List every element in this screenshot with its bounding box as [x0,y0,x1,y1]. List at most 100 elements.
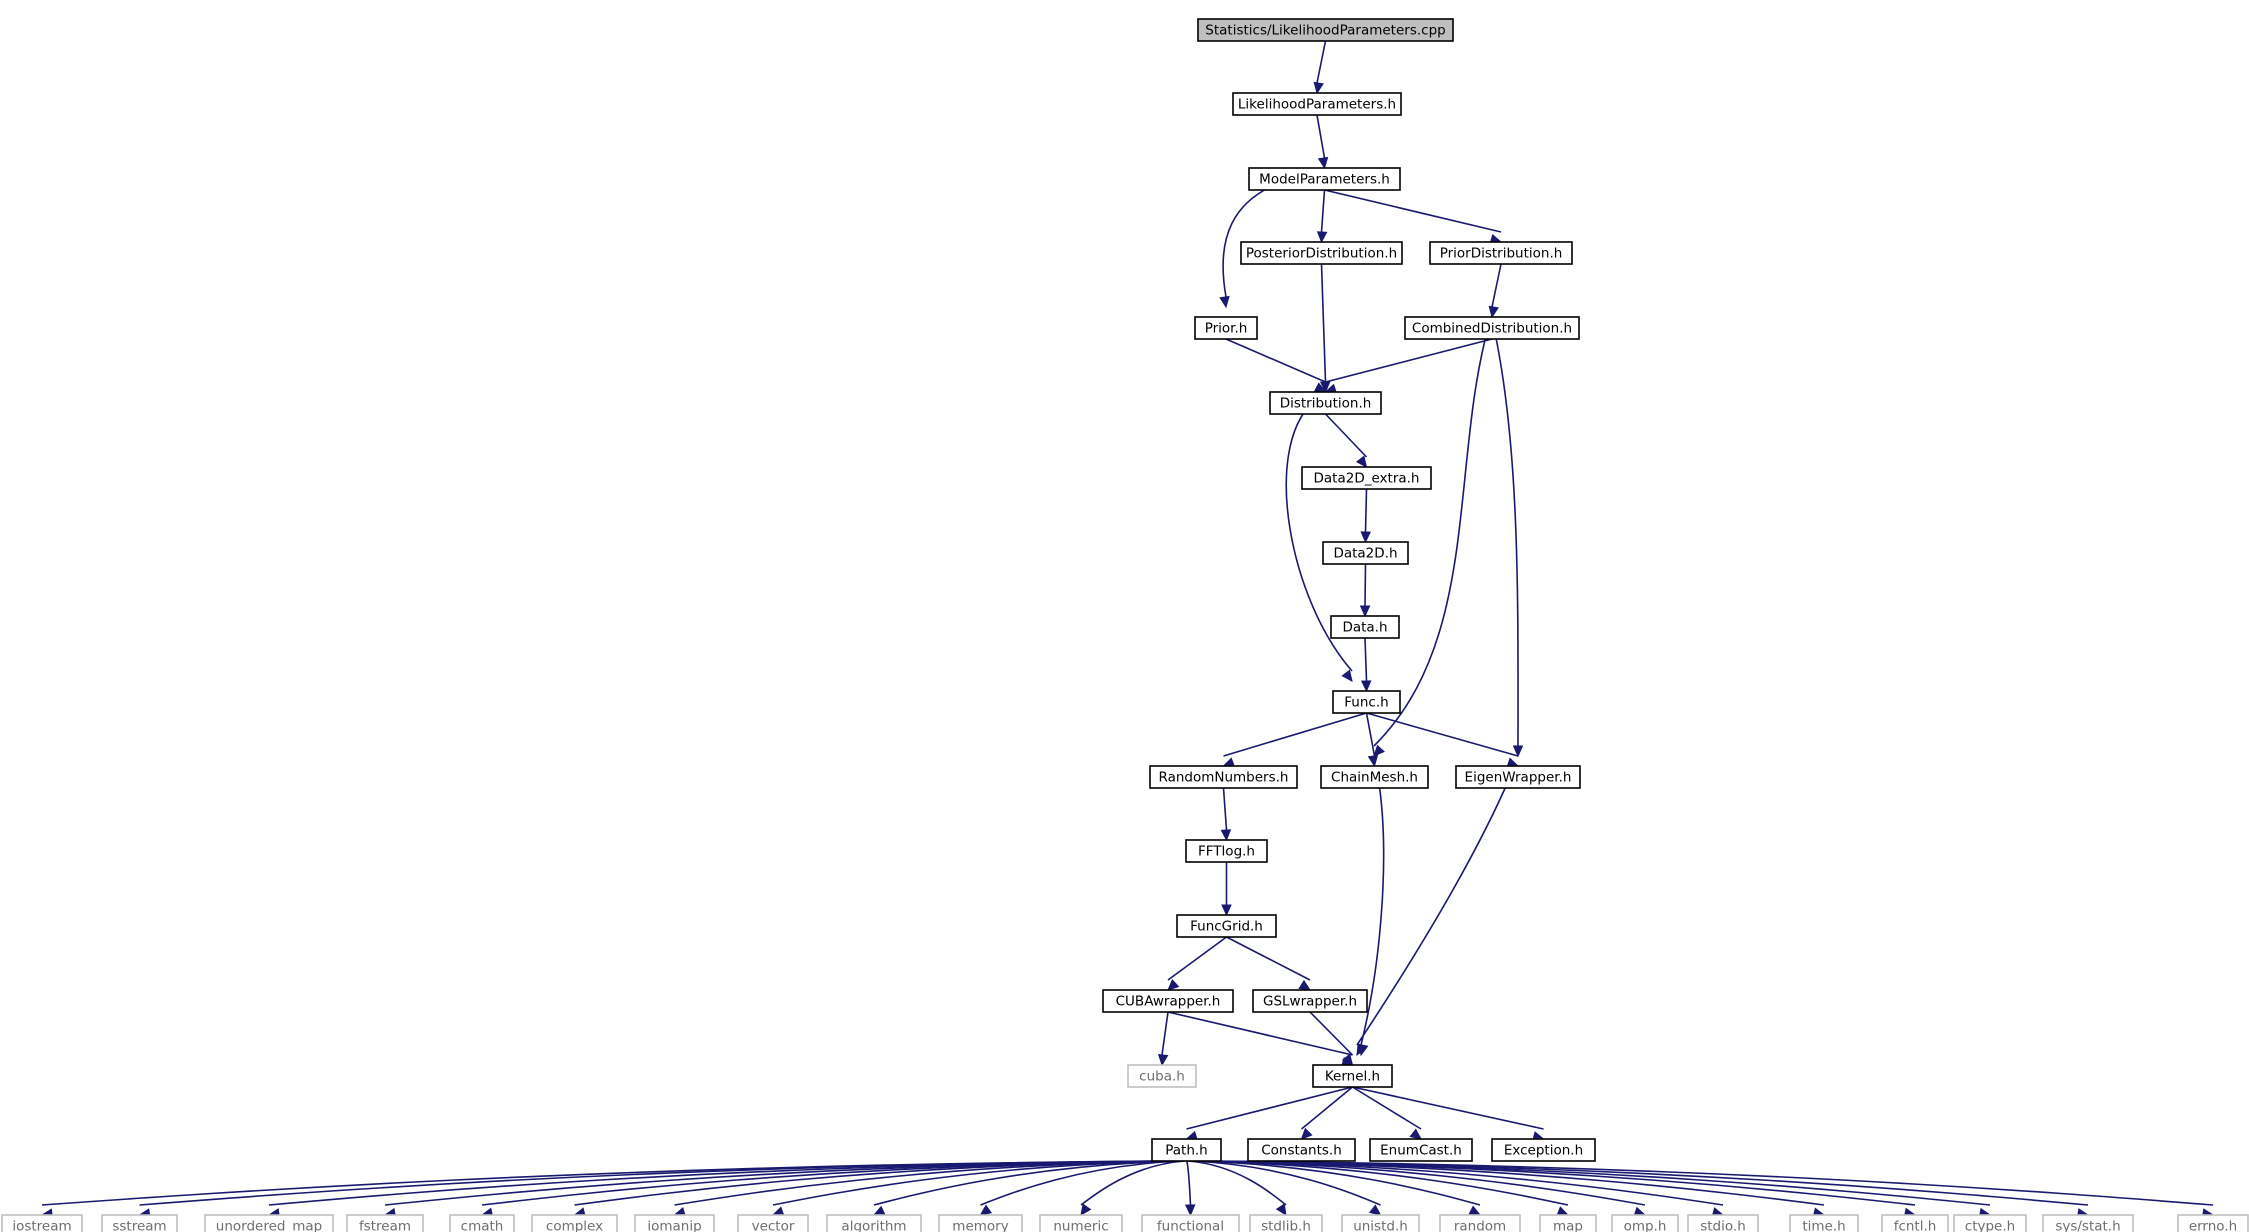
node-constants[interactable]: Constants.h [1247,1138,1356,1162]
node-fftlog[interactable]: FFTlog.h [1185,839,1268,863]
edge-line [1352,1086,1544,1130]
node-fstream[interactable]: fstream [346,1214,424,1232]
node-unistd[interactable]: unistd.h [1341,1214,1420,1232]
node-label: omp.h [1624,1219,1667,1232]
edge-path-to-functional [1184,1160,1196,1217]
node-chainmesh[interactable]: ChainMesh.h [1320,765,1429,789]
edge-line [1360,776,1385,1046]
edge-arrowhead [1167,979,1180,991]
node-iomanip[interactable]: iomanip [634,1214,715,1232]
node-iostream[interactable]: iostream [1,1214,83,1232]
node-sstream[interactable]: sstream [101,1214,178,1232]
node-label: fstream [359,1219,411,1232]
node-label: PosteriorDistribution.h [1246,246,1397,262]
node-box [1176,914,1277,938]
node-randomnumbers[interactable]: RandomNumbers.h [1149,765,1298,789]
edge-priordistribution-to-combineddistribution [1488,263,1502,319]
node-stdio[interactable]: stdio.h [1687,1214,1759,1232]
node-path[interactable]: Path.h [1151,1138,1222,1162]
edge-line [873,1160,1181,1206]
node-prior[interactable]: Prior.h [1194,316,1258,340]
edge-arrowhead [1080,1203,1092,1216]
node-posteriordistribution[interactable]: PosteriorDistribution.h [1240,241,1403,265]
node-kernel[interactable]: Kernel.h [1312,1064,1393,1088]
edge-randomnumbers-to-fftlog [1220,787,1232,842]
edge-fftlog-to-funcgrid [1221,862,1232,917]
node-cmath[interactable]: cmath [449,1214,515,1232]
node-cuba[interactable]: cuba.h [1127,1064,1197,1088]
node-gslwrapper[interactable]: GSLwrapper.h [1252,989,1368,1013]
node-label: memory [952,1219,1008,1232]
node-data[interactable]: Data.h [1330,615,1400,639]
node-stdlib[interactable]: stdlib.h [1249,1214,1323,1232]
node-algorithm[interactable]: algorithm [826,1214,922,1232]
node-data2d[interactable]: Data2D.h [1322,541,1409,565]
node-box [1248,167,1401,191]
node-root[interactable]: Statistics/LikelihoodParameters.cpp [1197,18,1454,42]
node-box [1491,1138,1596,1162]
node-label: FFTlog.h [1198,844,1255,860]
edge-path-to-errno [1207,1160,2215,1219]
dependency-edges [40,40,2215,1219]
node-label: errno.h [2189,1219,2237,1232]
edge-kernel-to-enumcast [1352,1086,1422,1140]
node-label: stdlib.h [1261,1219,1311,1232]
node-box [531,1214,618,1232]
node-box [1369,1138,1473,1162]
edge-arrowhead [1368,1204,1382,1216]
node-label: Path.h [1165,1143,1208,1159]
edge-line [772,1160,1179,1206]
node-ctype[interactable]: ctype.h [1953,1214,2027,1232]
edge-root-to-likelihoodparameters [1313,40,1327,95]
edge-distribution-to-func [1285,402,1353,682]
node-functional[interactable]: functional [1141,1214,1240,1232]
edge-arrowhead [1219,295,1230,309]
edge-path-to-stdio [1197,1160,1725,1218]
node-distribution[interactable]: Distribution.h [1269,391,1382,415]
edge-posteriordistribution-to-distribution [1319,263,1331,394]
edge-line [1364,488,1368,533]
node-box [2042,1214,2134,1232]
node-cubawrapper[interactable]: CUBAwrapper.h [1102,989,1234,1013]
node-sysstat[interactable]: sys/stat.h [2042,1214,2134,1232]
node-modelparameters[interactable]: ModelParameters.h [1248,167,1401,191]
edge-kernel-to-exception [1352,1086,1545,1142]
node-errno[interactable]: errno.h [2177,1214,2249,1232]
node-eigenwrapper[interactable]: EigenWrapper.h [1455,765,1581,789]
node-label: PriorDistribution.h [1440,246,1563,262]
node-label: Kernel.h [1325,1069,1380,1085]
node-box [1429,241,1573,265]
node-likelihoodparameters[interactable]: LikelihoodParameters.h [1232,92,1402,116]
node-numeric[interactable]: numeric [1039,1214,1123,1232]
edge-line [1190,1160,1381,1206]
node-func[interactable]: Func.h [1332,690,1401,714]
node-funcgrid[interactable]: FuncGrid.h [1176,914,1277,938]
node-label: Distribution.h [1280,396,1372,412]
node-complex[interactable]: complex [531,1214,618,1232]
node-fcntl[interactable]: fcntl.h [1881,1214,1949,1232]
node-time[interactable]: time.h [1789,1214,1859,1232]
node-priordistribution[interactable]: PriorDistribution.h [1429,241,1573,265]
node-box [634,1214,715,1232]
node-label: Statistics/LikelihoodParameters.cpp [1205,23,1445,39]
edge-combineddistribution-to-chainmesh [1373,327,1489,757]
node-memory[interactable]: memory [938,1214,1023,1232]
node-random[interactable]: random [1439,1214,1521,1232]
node-map[interactable]: map [1539,1214,1597,1232]
node-combineddistribution[interactable]: CombinedDistribution.h [1404,316,1580,340]
edge-line [1225,338,1326,383]
edge-arrowhead [1319,381,1331,394]
node-box [1197,18,1454,42]
edge-line [674,1160,1177,1206]
edge-arrowhead [1341,1053,1354,1066]
node-box [1687,1214,1759,1232]
node-data2d-extra[interactable]: Data2D_extra.h [1301,466,1432,490]
node-omp[interactable]: omp.h [1611,1214,1679,1232]
node-enumcast[interactable]: EnumCast.h [1369,1138,1473,1162]
node-exception[interactable]: Exception.h [1491,1138,1596,1162]
node-unordered-map[interactable]: unordered_map [204,1214,334,1232]
node-label: numeric [1053,1219,1108,1232]
edge-line [1493,327,1519,747]
node-vector[interactable]: vector [737,1214,809,1232]
node-box [1141,1214,1240,1232]
